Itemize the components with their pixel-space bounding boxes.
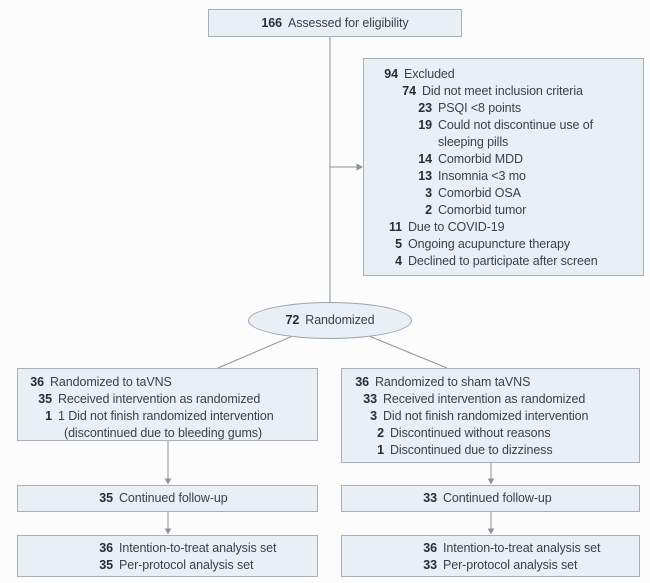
- item-count: 36: [99, 541, 113, 555]
- flow-line-item: 5 Ongoing acupuncture therapy: [381, 236, 635, 253]
- flow-line-item: 3 Did not finish randomized intervention: [355, 408, 631, 425]
- item-count: 1: [45, 409, 52, 423]
- flow-line-item: 36 Intention-to-treat analysis set: [18, 540, 317, 557]
- item-count: 3: [370, 409, 377, 423]
- item-count: 3: [425, 186, 432, 200]
- item-label: Due to COVID-19: [408, 220, 505, 234]
- item-label: Excluded: [404, 67, 455, 81]
- flow-line-item: 74 Did not meet inclusion criteria: [381, 83, 635, 100]
- flow-line-item: 2 Discontinued without reasons: [355, 425, 631, 442]
- item-label: Did not meet inclusion criteria: [422, 84, 583, 98]
- flow-line-item: 1 Discontinued due to dizziness: [355, 442, 631, 459]
- item-count: 74: [402, 84, 416, 98]
- item-label: Randomized to taVNS: [50, 375, 172, 389]
- flow-line-item: 14 Comorbid MDD: [381, 151, 635, 168]
- item-count: 14: [418, 152, 432, 166]
- flow-line-item: 1 1 Did not finish randomized interventio…: [30, 408, 309, 425]
- item-count: 13: [418, 169, 432, 183]
- item-label: Intention-to-treat analysis set: [119, 541, 277, 555]
- item-label: Per-protocol analysis set: [443, 558, 578, 572]
- flow-line-item: 33 Received intervention as randomized: [355, 391, 631, 408]
- item-label: Did not finish randomized intervention: [383, 409, 589, 423]
- item-label: 1 Did not finish randomized intervention: [58, 409, 274, 423]
- item-label: Per-protocol analysis set: [119, 558, 254, 572]
- item-count: 1: [377, 443, 384, 457]
- item-count: 4: [395, 254, 402, 268]
- followup-left-box: 35 Continued follow-up: [17, 485, 318, 512]
- item-count: 19: [418, 118, 432, 132]
- item-label: Insomnia <3 mo: [438, 169, 526, 183]
- item-label: Declined to participate after screen: [408, 254, 598, 268]
- arrowhead-down-icon: [487, 528, 495, 535]
- item-count: 33: [423, 558, 437, 572]
- flow-line-item: 94 Excluded: [381, 66, 635, 83]
- assessed-for-eligibility-box: 166 Assessed for eligibility: [208, 9, 462, 37]
- item-count: 36: [30, 375, 44, 389]
- flow-line-item: 2 Comorbid tumor: [381, 202, 635, 219]
- randomized-ellipse: 72 Randomized: [248, 302, 412, 339]
- item-count: 11: [388, 220, 402, 234]
- item-label: (discontinued due to bleeding gums): [64, 426, 263, 440]
- item-label: Comorbid tumor: [438, 203, 527, 217]
- item-label: Comorbid OSA: [438, 186, 521, 200]
- item-count: 36: [423, 541, 437, 555]
- item-label: Received intervention as randomized: [383, 392, 586, 406]
- excluded-box: 94 Excluded 74 Did not meet inclusion crite…: [363, 58, 644, 276]
- item-count: 35: [38, 392, 52, 406]
- item-count: 2: [425, 203, 432, 217]
- flow-line-item: 19 Could not discontinue use of sleeping …: [381, 117, 635, 151]
- item-label: Comorbid MDD: [438, 152, 523, 166]
- item-label: Discontinued without reasons: [390, 426, 551, 440]
- flow-line-item: 36 Randomized to sham taVNS: [355, 374, 631, 391]
- item-count: 35: [99, 491, 113, 505]
- item-count: 166: [261, 15, 282, 30]
- item-count: 72: [285, 313, 300, 327]
- item-count: 23: [418, 101, 432, 115]
- flow-line-item: 36 Randomized to taVNS: [30, 374, 309, 391]
- item-count: 33: [423, 491, 437, 505]
- arrowhead-down-icon: [487, 478, 495, 485]
- item-count: 35: [99, 558, 113, 572]
- item-label: Intention-to-treat analysis set: [443, 541, 601, 555]
- item-label: Randomized to sham taVNS: [375, 375, 531, 389]
- item-count: 2: [377, 426, 384, 440]
- flow-line-item: 35 Received intervention as randomized: [30, 391, 309, 408]
- flow-line-item: 23 PSQI <8 points: [381, 100, 635, 117]
- item-label: Assessed for eligibility: [287, 15, 409, 30]
- flow-line-item: 11 Due to COVID-19: [381, 219, 635, 236]
- flow-line-item: 13 Insomnia <3 mo: [381, 168, 635, 185]
- flow-line-item: 4 Declined to participate after screen: [381, 253, 635, 270]
- item-label: Continued follow-up: [119, 491, 228, 505]
- item-count: 33: [363, 392, 377, 406]
- item-label: Continued follow-up: [443, 491, 552, 505]
- item-label: Could not discontinue use of sleeping pi…: [438, 118, 593, 149]
- flow-line-item: 35 Per-protocol analysis set: [18, 557, 317, 574]
- item-label: Randomized: [305, 313, 375, 327]
- item-label: PSQI <8 points: [438, 101, 522, 115]
- sham-tavns-group-box: 36 Randomized to sham taVNS 33 Received int…: [341, 368, 640, 463]
- diagonal-left-line: [217, 335, 292, 369]
- flow-line-item: 33 Per-protocol analysis set: [342, 557, 639, 574]
- item-count: 5: [395, 237, 402, 251]
- followup-right-box: 33 Continued follow-up: [341, 485, 640, 512]
- item-count: 94: [384, 67, 398, 81]
- analysis-right-box: 36 Intention-to-treat analysis set 33 Per-p…: [341, 535, 640, 577]
- item-label: Discontinued due to dizziness: [390, 443, 553, 457]
- arrowhead-down-icon: [164, 478, 172, 485]
- item-count: 36: [355, 375, 369, 389]
- arrowhead-down-icon: [164, 528, 172, 535]
- flow-line-item: (discontinued due to bleeding gums): [30, 425, 309, 442]
- analysis-left-box: 36 Intention-to-treat analysis set 35 Per-p…: [17, 535, 318, 577]
- diagonal-right-line: [369, 335, 448, 369]
- item-label: Received intervention as randomized: [58, 392, 261, 406]
- item-label: Ongoing acupuncture therapy: [408, 237, 570, 251]
- flow-line-item: 3 Comorbid OSA: [381, 185, 635, 202]
- flow-line-item: 36 Intention-to-treat analysis set: [342, 540, 639, 557]
- tavns-group-box: 36 Randomized to taVNS 35 Received interven…: [17, 368, 318, 441]
